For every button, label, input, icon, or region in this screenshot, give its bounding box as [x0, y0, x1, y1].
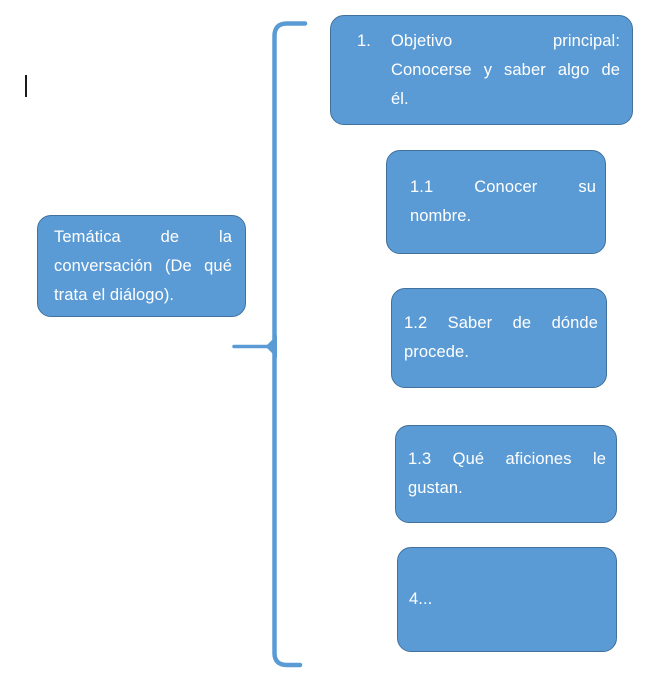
node-saber-procede[interactable]: 1.2 Saber de dónde procede. — [391, 288, 607, 388]
text-line: Conocerse y saber algo de — [391, 60, 620, 79]
node-cuatro-text: 4... — [409, 585, 606, 614]
brace-outline — [272, 21, 308, 668]
text-line: 1.1 Conocer su — [410, 178, 596, 196]
node-conocer-nombre[interactable]: 1.1 Conocer su nombre. — [386, 150, 606, 254]
text-line: trata el diálogo). — [54, 285, 175, 304]
text-line: 4... — [409, 590, 433, 608]
node-tematica[interactable]: Temática de la conversación (De qué trata … — [37, 215, 246, 317]
text-line: él. — [391, 89, 409, 108]
text-line: nombre. — [410, 207, 472, 225]
node-objetivo-text: Objetivo principal: Conocerse y saber alg… — [391, 27, 620, 114]
node-aficiones-text: 1.3 Qué aficiones le gustan. — [408, 445, 606, 503]
brace-middle-point — [265, 335, 277, 358]
node-cuatro[interactable]: 4... — [397, 547, 617, 652]
text-line: 1.3 Qué aficiones le — [408, 450, 606, 468]
text-line: Temática de la — [54, 227, 232, 246]
text-line: procede. — [404, 343, 470, 361]
node-aficiones[interactable]: 1.3 Qué aficiones le gustan. — [395, 425, 617, 523]
text-line: conversación (De qué — [54, 256, 232, 275]
text-line: Objetivo principal: — [391, 31, 620, 50]
node-saber-procede-text: 1.2 Saber de dónde procede. — [404, 309, 598, 367]
text-line: gustan. — [408, 479, 463, 497]
list-marker: 1. — [357, 31, 371, 50]
node-conocer-nombre-text: 1.1 Conocer su nombre. — [410, 173, 596, 231]
text-line: 1.2 Saber de dónde — [404, 314, 598, 332]
node-tematica-text: Temática de la conversación (De qué trata … — [54, 223, 232, 310]
text-cursor-mark — [25, 75, 27, 97]
node-objetivo-principal[interactable]: 1. Objetivo principal: Conocerse y saber … — [330, 15, 633, 125]
